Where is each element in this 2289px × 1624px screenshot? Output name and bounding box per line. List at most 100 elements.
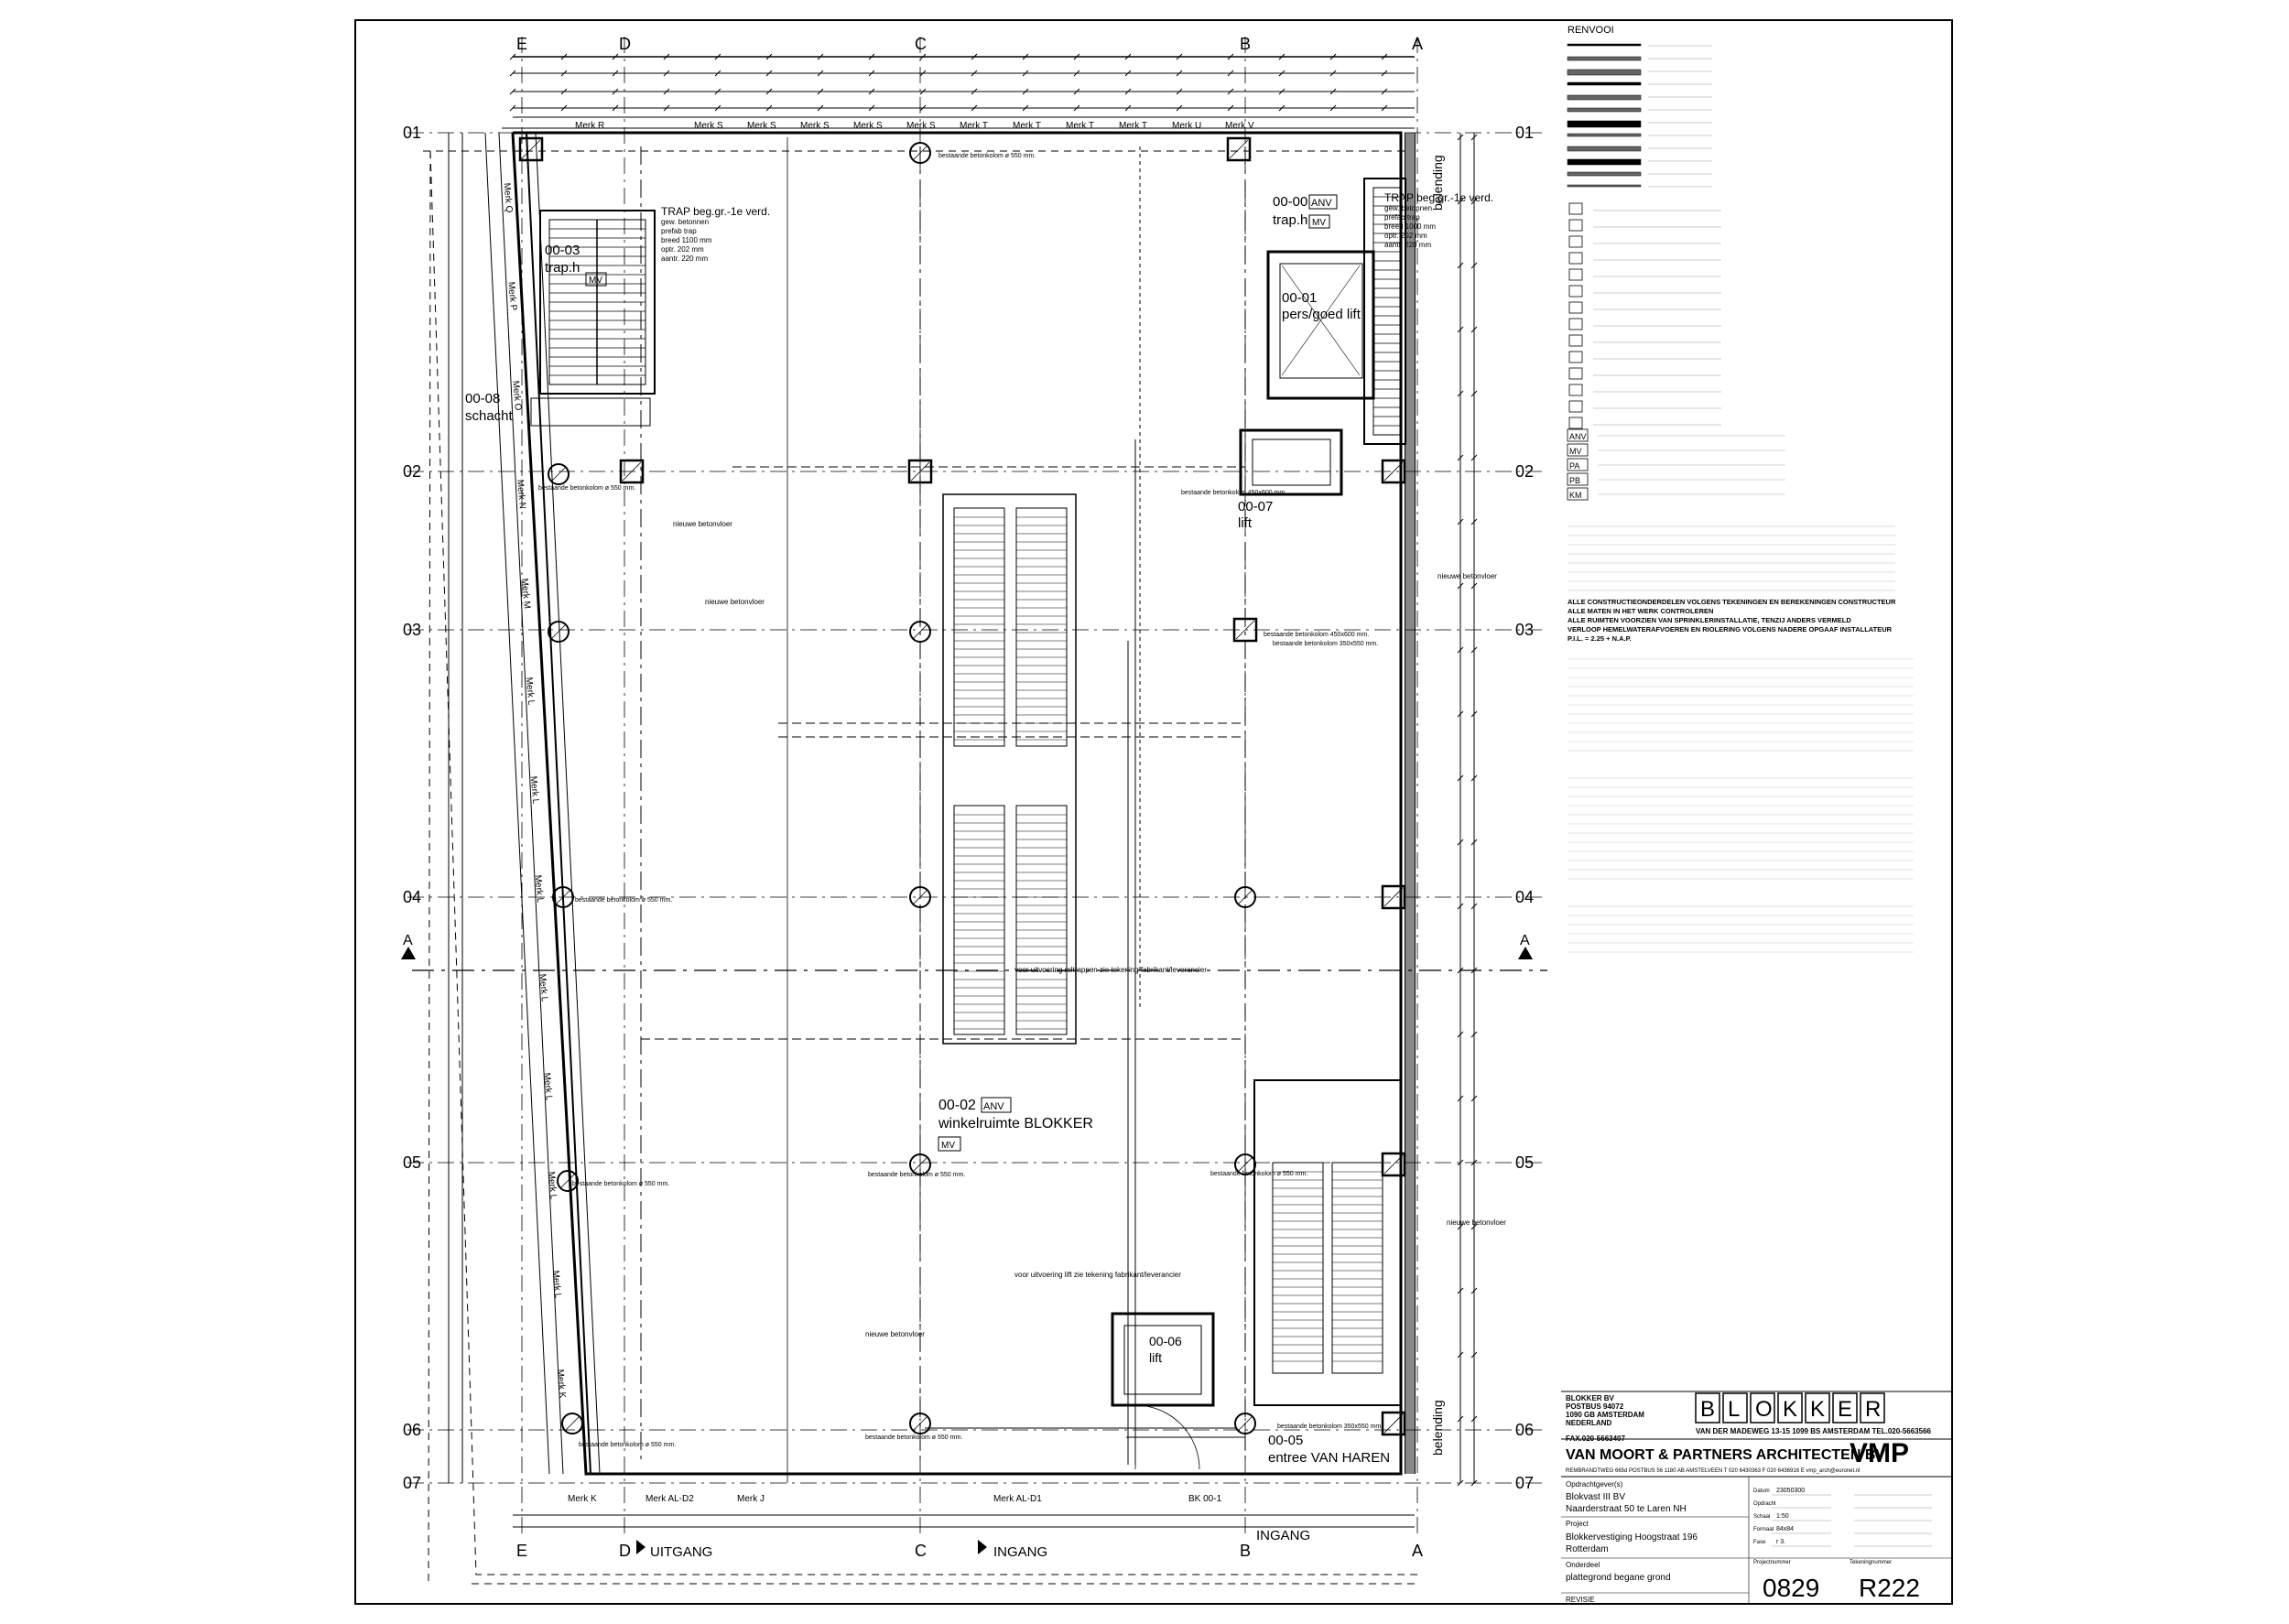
grid-label-row: 05 xyxy=(403,1153,421,1172)
room-badge: ANV xyxy=(1311,198,1332,209)
section-marker-right: A xyxy=(1520,933,1530,948)
facade-mark-label: Merk U xyxy=(1172,121,1201,131)
lift-note: voor uitvoering lift zie tekening fabrik… xyxy=(1014,1271,1181,1279)
building-outline xyxy=(423,127,1419,1585)
sheet-border xyxy=(354,19,1953,1605)
stair-note-line: aantr. 220 mm xyxy=(661,254,708,263)
facade-mark-label: Merk L xyxy=(550,1270,563,1299)
stair-note-line: gew. betonnen xyxy=(1384,204,1432,212)
room-badge: MV xyxy=(1312,218,1326,228)
round-column xyxy=(909,621,931,643)
room-badge: ANV xyxy=(983,1101,1004,1112)
brand-letter: B xyxy=(1700,1397,1715,1422)
room-00-00: 00-00 trap.h ANV MV xyxy=(1273,194,1338,229)
room-code: 00-05 xyxy=(1268,1433,1303,1448)
facade-mark-label: Merk T xyxy=(1066,121,1094,131)
grid-label-row: 01 xyxy=(1515,124,1534,142)
room-name: lift xyxy=(1149,1350,1162,1365)
room-name: trap.h xyxy=(545,260,580,276)
facade-mark-label: Merk L xyxy=(537,973,549,1002)
room-00-05: 00-05 entree VAN HAREN xyxy=(1268,1433,1390,1466)
room-00-07: 00-07 lift xyxy=(1238,499,1273,531)
stair-00-03 xyxy=(539,210,656,395)
client-address: VAN DER MADEWEG 13-15 1099 BS AMSTERDAM … xyxy=(1696,1427,1932,1435)
square-column xyxy=(619,459,645,484)
room-name: trap.h xyxy=(1273,212,1307,228)
field-label: Schaal xyxy=(1753,1514,1770,1520)
onderdeel-label: Onderdeel xyxy=(1566,1561,1600,1569)
round-column xyxy=(548,463,570,485)
floor-note: nieuwe betonvloer xyxy=(1447,1218,1506,1227)
room-00-03: 00-03 trap.h MV xyxy=(545,243,607,287)
client-line: 1090 GB AMSTERDAM xyxy=(1566,1411,1644,1419)
legend-note: ALLE RUIMTEN VOORZIEN VAN SPRINKLERINSTA… xyxy=(1568,616,1851,624)
facade-mark-label: Merk T xyxy=(1119,121,1147,131)
column-note: bestaande betonkolom 450x600 mm. xyxy=(1181,490,1286,496)
entrance-ingang-b: INGANG xyxy=(1256,1528,1310,1543)
project-number: 0829 xyxy=(1763,1574,1819,1602)
field-value: 1:50 xyxy=(1776,1513,1789,1520)
stair-note-line: TRAP beg.gr.-1e verd. xyxy=(1384,191,1493,204)
room-00-01: 00-01 pers/goed lift xyxy=(1282,290,1361,322)
dimension-chains xyxy=(448,56,1475,1528)
stair-note-line: gew. betonnen xyxy=(661,218,709,226)
architect-logo: VMP xyxy=(1850,1438,1909,1468)
facade-mark-label: Merk T xyxy=(1013,121,1041,131)
facade-mark-label: Merk P xyxy=(505,281,518,311)
facade-mark-label: Merk S xyxy=(906,121,936,131)
field-label: Opdracht xyxy=(1753,1501,1776,1507)
grid-label-row: 02 xyxy=(1515,462,1534,481)
entrance-uitgang: UITGANG xyxy=(650,1544,712,1560)
architect-address: REMBRANDTWEG 665d POSTBUS 56 1180 AB AMS… xyxy=(1566,1468,1860,1474)
column-note: bestaande betonkolom 350x550 mm. xyxy=(1277,1424,1383,1430)
grid-label-row: 05 xyxy=(1515,1153,1534,1172)
room-code: 00-06 xyxy=(1149,1334,1182,1348)
room-badge: MV xyxy=(941,1141,955,1151)
project-line: Blokkervestiging Hoogstraat 196 xyxy=(1566,1532,1698,1543)
facade-mark-label: Merk L xyxy=(533,874,546,904)
grid-label-row: 07 xyxy=(1515,1474,1534,1492)
legend-note: ALLE MATEN IN HET WERK CONTROLEREN xyxy=(1568,607,1713,615)
lift-00-06 xyxy=(1111,1312,1215,1470)
facade-mark-label: Merk R xyxy=(575,121,604,131)
grid-label-col: A xyxy=(1412,35,1423,53)
floor-note: nieuwe betonvloer xyxy=(705,598,765,606)
section-marker-left: A xyxy=(403,933,413,948)
square-column xyxy=(1381,1411,1406,1436)
escalator-central xyxy=(942,493,1077,1045)
structural-columns: bestaande betonkolom ø 550 mm. bestaande … xyxy=(518,136,1406,1448)
round-column xyxy=(548,621,570,643)
client-line: BLOKKER BV xyxy=(1566,1394,1615,1402)
square-column xyxy=(1226,136,1252,162)
stair-note-line: prefab trap xyxy=(661,227,697,235)
grid-label-row: 04 xyxy=(403,888,421,906)
round-column xyxy=(909,142,931,164)
room-00-08: 00-08 schacht xyxy=(465,391,514,424)
column-note: bestaande betonkolom ø 550 mm. xyxy=(579,1442,676,1448)
projectnummer-label: Projectnummer xyxy=(1753,1560,1791,1565)
opdrachtgever-line: Naarderstraat 50 te Laren NH xyxy=(1566,1504,1687,1514)
room-00-06: 00-06 lift xyxy=(1149,1334,1182,1365)
round-column xyxy=(909,1413,931,1435)
opdrachtgever-line: Blokvast III BV xyxy=(1566,1492,1625,1502)
room-badge: MV xyxy=(589,276,602,286)
grid-label-col: E xyxy=(516,1542,527,1560)
stair-note-line: breed 1000 mm xyxy=(1384,222,1436,231)
room-code: 00-00 xyxy=(1273,194,1307,210)
lift-00-07 xyxy=(1239,428,1343,496)
column-note: bestaande betonkolom ø 550 mm. xyxy=(538,485,635,492)
field-value: r 3. xyxy=(1776,1539,1785,1545)
grid-label-row: 03 xyxy=(1515,621,1534,639)
facade-mark-label: Merk T xyxy=(960,121,988,131)
square-column xyxy=(1232,617,1258,643)
room-name: winkelruimte BLOKKER xyxy=(938,1116,1093,1131)
client-line: NEDERLAND xyxy=(1566,1419,1611,1427)
grid-label-row: 04 xyxy=(1515,888,1534,906)
revisie-label: REVISIE xyxy=(1566,1596,1595,1604)
facade-mark-label: Merk S xyxy=(853,121,883,131)
round-column xyxy=(909,1153,931,1175)
square-column xyxy=(907,459,933,484)
